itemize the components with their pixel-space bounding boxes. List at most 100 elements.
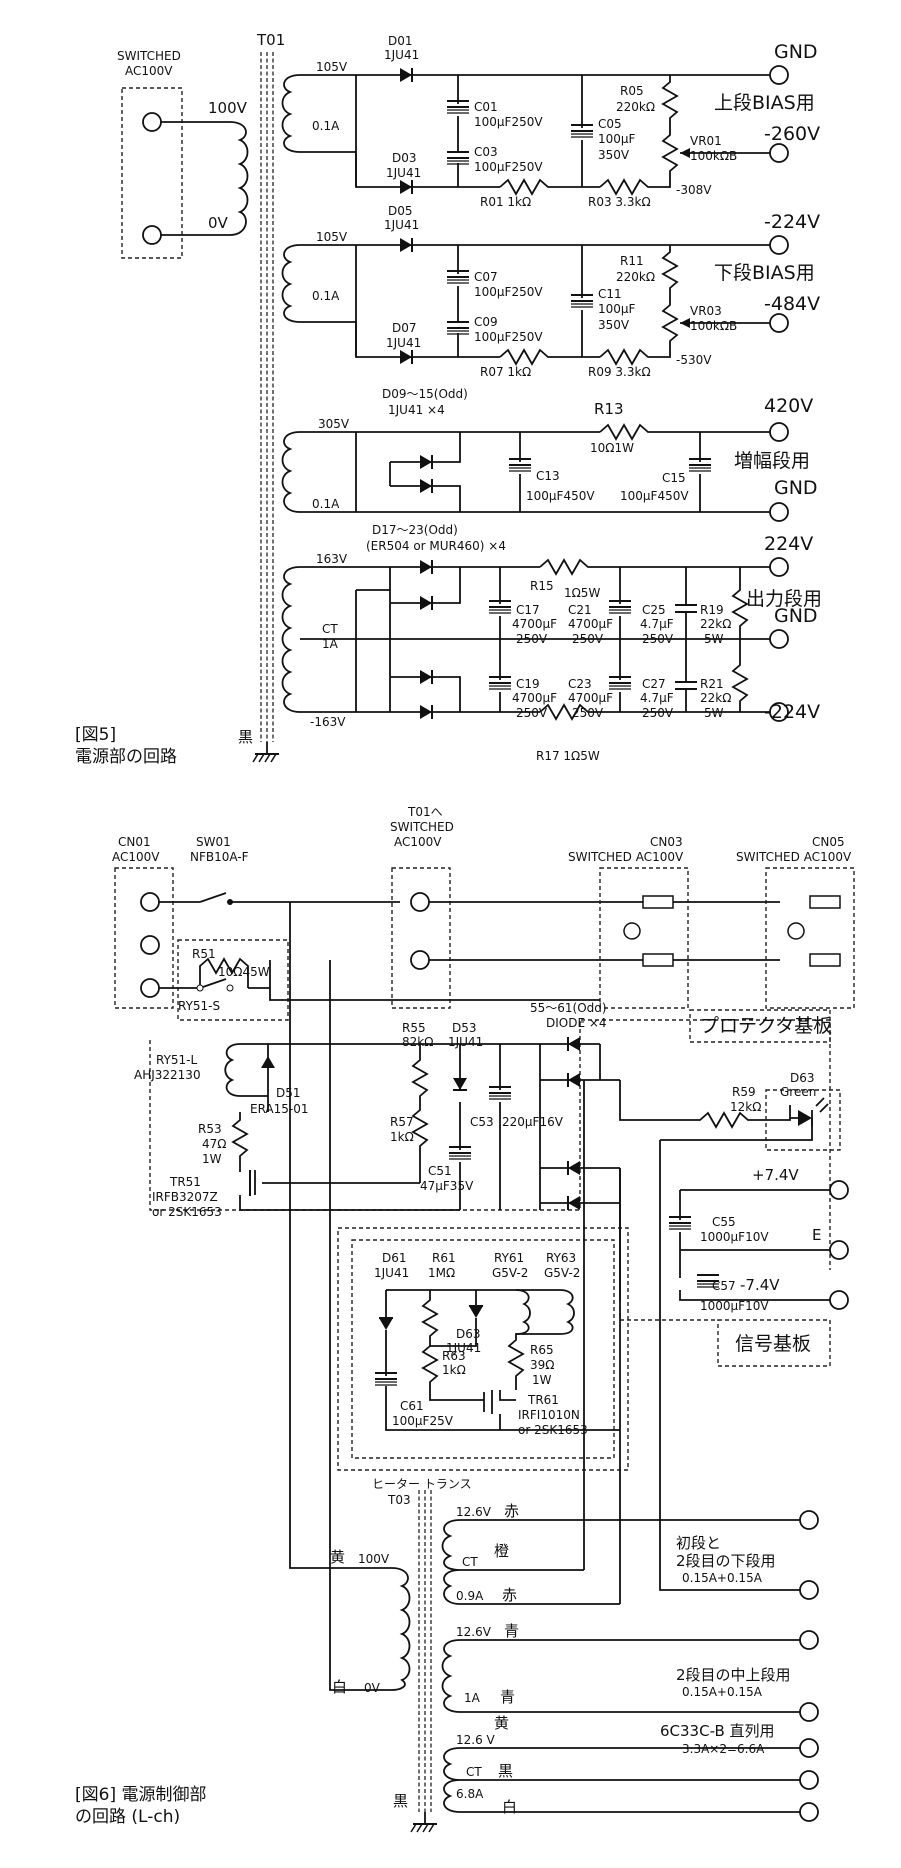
bridge-diode-4	[568, 1196, 580, 1210]
vr03-wiper-icon	[680, 318, 690, 328]
c15-val: 100μF450V	[620, 489, 689, 503]
amp-tap-i: 0.1A	[312, 497, 340, 511]
c05-val1: 100μF	[598, 132, 636, 146]
c21-val1: 4700μF	[568, 617, 613, 631]
d01-label: D01	[388, 34, 413, 48]
output-section: 163V CT 1A -163V D17～23(Odd) (ER504 or M…	[281, 523, 822, 763]
r59-label: R59	[732, 1085, 756, 1099]
amp-diode-1	[420, 455, 432, 469]
lb-node-v: -530V	[676, 353, 712, 367]
primary-terminal-100v	[142, 112, 162, 132]
c27-val1: 4.7μF	[640, 691, 674, 705]
r05-val: 220kΩ	[616, 100, 655, 114]
ry63-label: RY63	[546, 1251, 576, 1265]
out-out3-label: -224V	[764, 701, 820, 723]
r53-val1: 47Ω	[202, 1137, 226, 1151]
r63-label: R63	[442, 1349, 466, 1363]
d61-diode-icon	[379, 1318, 393, 1330]
sec3-terminal-2	[799, 1770, 819, 1790]
fig6-caption-1: [図6] 電源制御部	[75, 1785, 206, 1805]
c17-val1: 4700μF	[512, 617, 557, 631]
c01-val: 100μF250V	[474, 115, 543, 129]
vr03-label: VR03	[690, 304, 722, 318]
sec3-top: 黄	[494, 1714, 509, 1732]
r63-val: 1kΩ	[442, 1363, 466, 1377]
c03-label: C03	[474, 145, 498, 159]
cn05-box	[765, 867, 855, 1009]
bridge-diode-1	[568, 1037, 580, 1051]
c53-label: C53	[470, 1115, 494, 1129]
amp-out-label: 増幅段用	[734, 450, 810, 472]
lb-out2-label: -484V	[764, 293, 820, 315]
c05-val2: 350V	[598, 148, 630, 162]
out-diode-4	[420, 705, 432, 719]
sec1-i: 0.9A	[456, 1589, 484, 1603]
lb-out-224	[769, 235, 789, 255]
r57-label: R57	[390, 1115, 414, 1129]
d53-type: 1JU41	[448, 1035, 483, 1049]
t03-label: T03	[387, 1493, 411, 1507]
d63led-color: Green	[780, 1085, 816, 1099]
pri-yellow: 黄	[330, 1548, 345, 1566]
switched-ac-label: AC100V	[125, 64, 173, 78]
led-box	[765, 1089, 841, 1151]
t03-core-label: 黒	[393, 1792, 408, 1810]
switched-ac-box	[121, 87, 183, 259]
amp-tap-v: 305V	[318, 417, 350, 431]
d63led-label: D63	[790, 1071, 815, 1085]
bridge-type: DIODE ×4	[546, 1016, 607, 1030]
figure-5: SWITCHED AC100V 100V 0V T01 黒 [図5] 電源部の回…	[75, 31, 822, 767]
tr51-type1: IRFB3207Z	[152, 1190, 218, 1204]
cn03-box	[599, 867, 689, 1009]
ground-icon	[252, 753, 280, 763]
sec2-label2: 0.15A+0.15A	[682, 1685, 763, 1699]
c11-val1: 100μF	[598, 302, 636, 316]
sec3-v: 12.6 V	[456, 1733, 496, 1747]
amp-out-gnd	[769, 502, 789, 522]
amp-section: 305V 0.1A D09～15(Odd) 1JU41 ×4 C13 100μF…	[281, 387, 818, 522]
r09-label: R09 3.3kΩ	[588, 365, 651, 379]
d05-diode-icon	[400, 238, 412, 252]
t01-sw-label: SWITCHED	[390, 820, 454, 834]
d51-type: ERA15-01	[250, 1102, 309, 1116]
sec2-terminal-1	[799, 1630, 819, 1650]
d01-diode-icon	[400, 68, 412, 82]
fig5-caption-2: 電源部の回路	[75, 747, 177, 767]
primary-terminal-0v	[142, 225, 162, 245]
out-ct: CT	[322, 622, 338, 636]
d61-label: D61	[382, 1251, 407, 1265]
d03-diode-icon	[400, 180, 412, 194]
d07-diode-icon	[400, 350, 412, 364]
ub-tap-i: 0.1A	[312, 119, 340, 133]
d07-label: D07	[392, 321, 417, 335]
d51-label: D51	[276, 1086, 301, 1100]
t03-primary-coil	[391, 1567, 411, 1691]
r05-label: R05	[620, 84, 644, 98]
amp-diode-2	[420, 479, 432, 493]
c27-label: C27	[642, 677, 666, 691]
lb-out1-label: -224V	[764, 211, 820, 233]
amp-out1-label: 420V	[764, 395, 813, 417]
c51-val: 47μF35V	[420, 1179, 474, 1193]
c03-cap-icon	[446, 151, 470, 165]
ub-out-label: 上段BIAS用	[714, 92, 815, 114]
c07-label: C07	[474, 270, 498, 284]
out-out1-label: 224V	[764, 533, 813, 555]
d61-type: 1JU41	[374, 1266, 409, 1280]
ub-tap-v: 105V	[316, 60, 348, 74]
sec3-label2: 3.3A×2=6.6A	[682, 1742, 765, 1756]
c61-val: 100μF25V	[392, 1414, 454, 1428]
t01-pin-2	[410, 950, 430, 970]
bridge-diode-3	[568, 1161, 580, 1175]
c19-label: C19	[516, 677, 540, 691]
r01-label: R01 1kΩ	[480, 195, 531, 209]
sec1-c2: 橙	[494, 1542, 509, 1560]
c55-label: C55	[712, 1215, 736, 1229]
protector-label: プロテクタ基板	[700, 1015, 832, 1037]
heater-trans-label: ヒーター トランス	[372, 1477, 472, 1491]
amp-diodes-label: D09～15(Odd)	[382, 387, 468, 401]
sec1-label3: 0.15A+0.15A	[682, 1571, 763, 1585]
c27-val2: 250V	[642, 706, 674, 720]
c51-label: C51	[428, 1164, 452, 1178]
c61-label: C61	[400, 1399, 424, 1413]
